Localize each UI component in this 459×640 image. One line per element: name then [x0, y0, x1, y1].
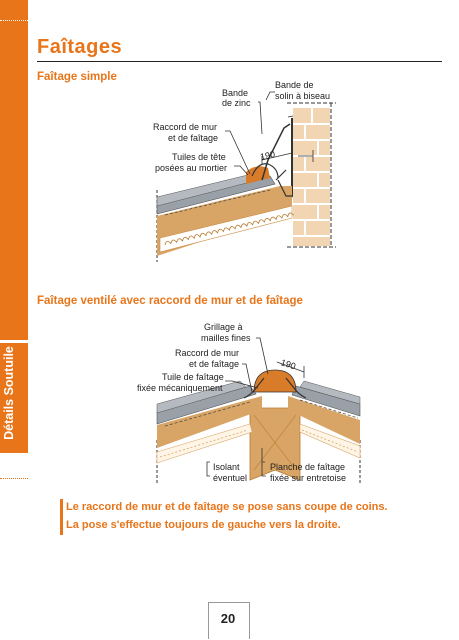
- label-raccord-2-1: Raccord de mur: [175, 348, 239, 358]
- sidebar-dot-line: [0, 20, 28, 22]
- sidebar-dots-bottom: [0, 478, 28, 479]
- label-tuile-faitage-2: fixée mécaniquement: [137, 383, 223, 393]
- sidebar-tab: [0, 343, 28, 453]
- label-tuile-faitage-1: Tuile de faîtage: [162, 372, 224, 382]
- dimension-1: 190: [259, 149, 276, 162]
- label-raccord-1-1: Raccord de mur: [153, 122, 217, 132]
- note-line-1: Le raccord de mur et de faîtage se pose …: [66, 501, 388, 513]
- page-title: Faîtages: [37, 36, 123, 58]
- label-tuiles-2: posées au mortier: [155, 163, 227, 173]
- diagram-faitage-ventile: 190 Grillage à mailles fines Raccord de …: [137, 322, 361, 485]
- title-rule: [37, 61, 442, 62]
- label-grillage-1: Grillage à: [204, 322, 243, 332]
- section2-heading: Faîtage ventilé avec raccord de mur et d…: [37, 295, 303, 307]
- label-raccord-1-2: et de faîtage: [168, 133, 218, 143]
- note-bar: [60, 499, 63, 535]
- section1-heading: Faîtage simple: [37, 71, 117, 83]
- label-raccord-2-2: et de faîtage: [189, 359, 239, 369]
- sidebar-orange-top: [0, 0, 28, 340]
- label-tuiles-1: Tuiles de tête: [172, 152, 226, 162]
- head-tile: [246, 166, 270, 184]
- label-bande-solin-1: Bande de: [275, 80, 314, 90]
- label-isolant-1: Isolant: [213, 462, 240, 472]
- label-isolant-2: éventuel: [213, 473, 247, 483]
- label-grillage-2: mailles fines: [201, 333, 251, 343]
- label-bande-zinc-2: de zinc: [222, 98, 251, 108]
- ridge-tile: [253, 369, 297, 393]
- label-bande-solin-2: solin à biseau: [275, 91, 330, 101]
- note-line-2: La pose s'effectue toujours de gauche ve…: [66, 519, 341, 531]
- page-number: 20: [220, 611, 236, 626]
- label-planche-1: Planche de faîtage: [270, 462, 345, 472]
- label-planche-2: fixée sur entretoise: [270, 473, 346, 483]
- page-number-box: [208, 602, 250, 639]
- diagram-faitage-simple: 190 Bande de zinc Bande de solin à bisea…: [153, 80, 336, 262]
- label-bande-zinc-1: Bande: [222, 88, 248, 98]
- wall-bricks: [293, 108, 330, 246]
- dimension-2: 190: [280, 357, 297, 371]
